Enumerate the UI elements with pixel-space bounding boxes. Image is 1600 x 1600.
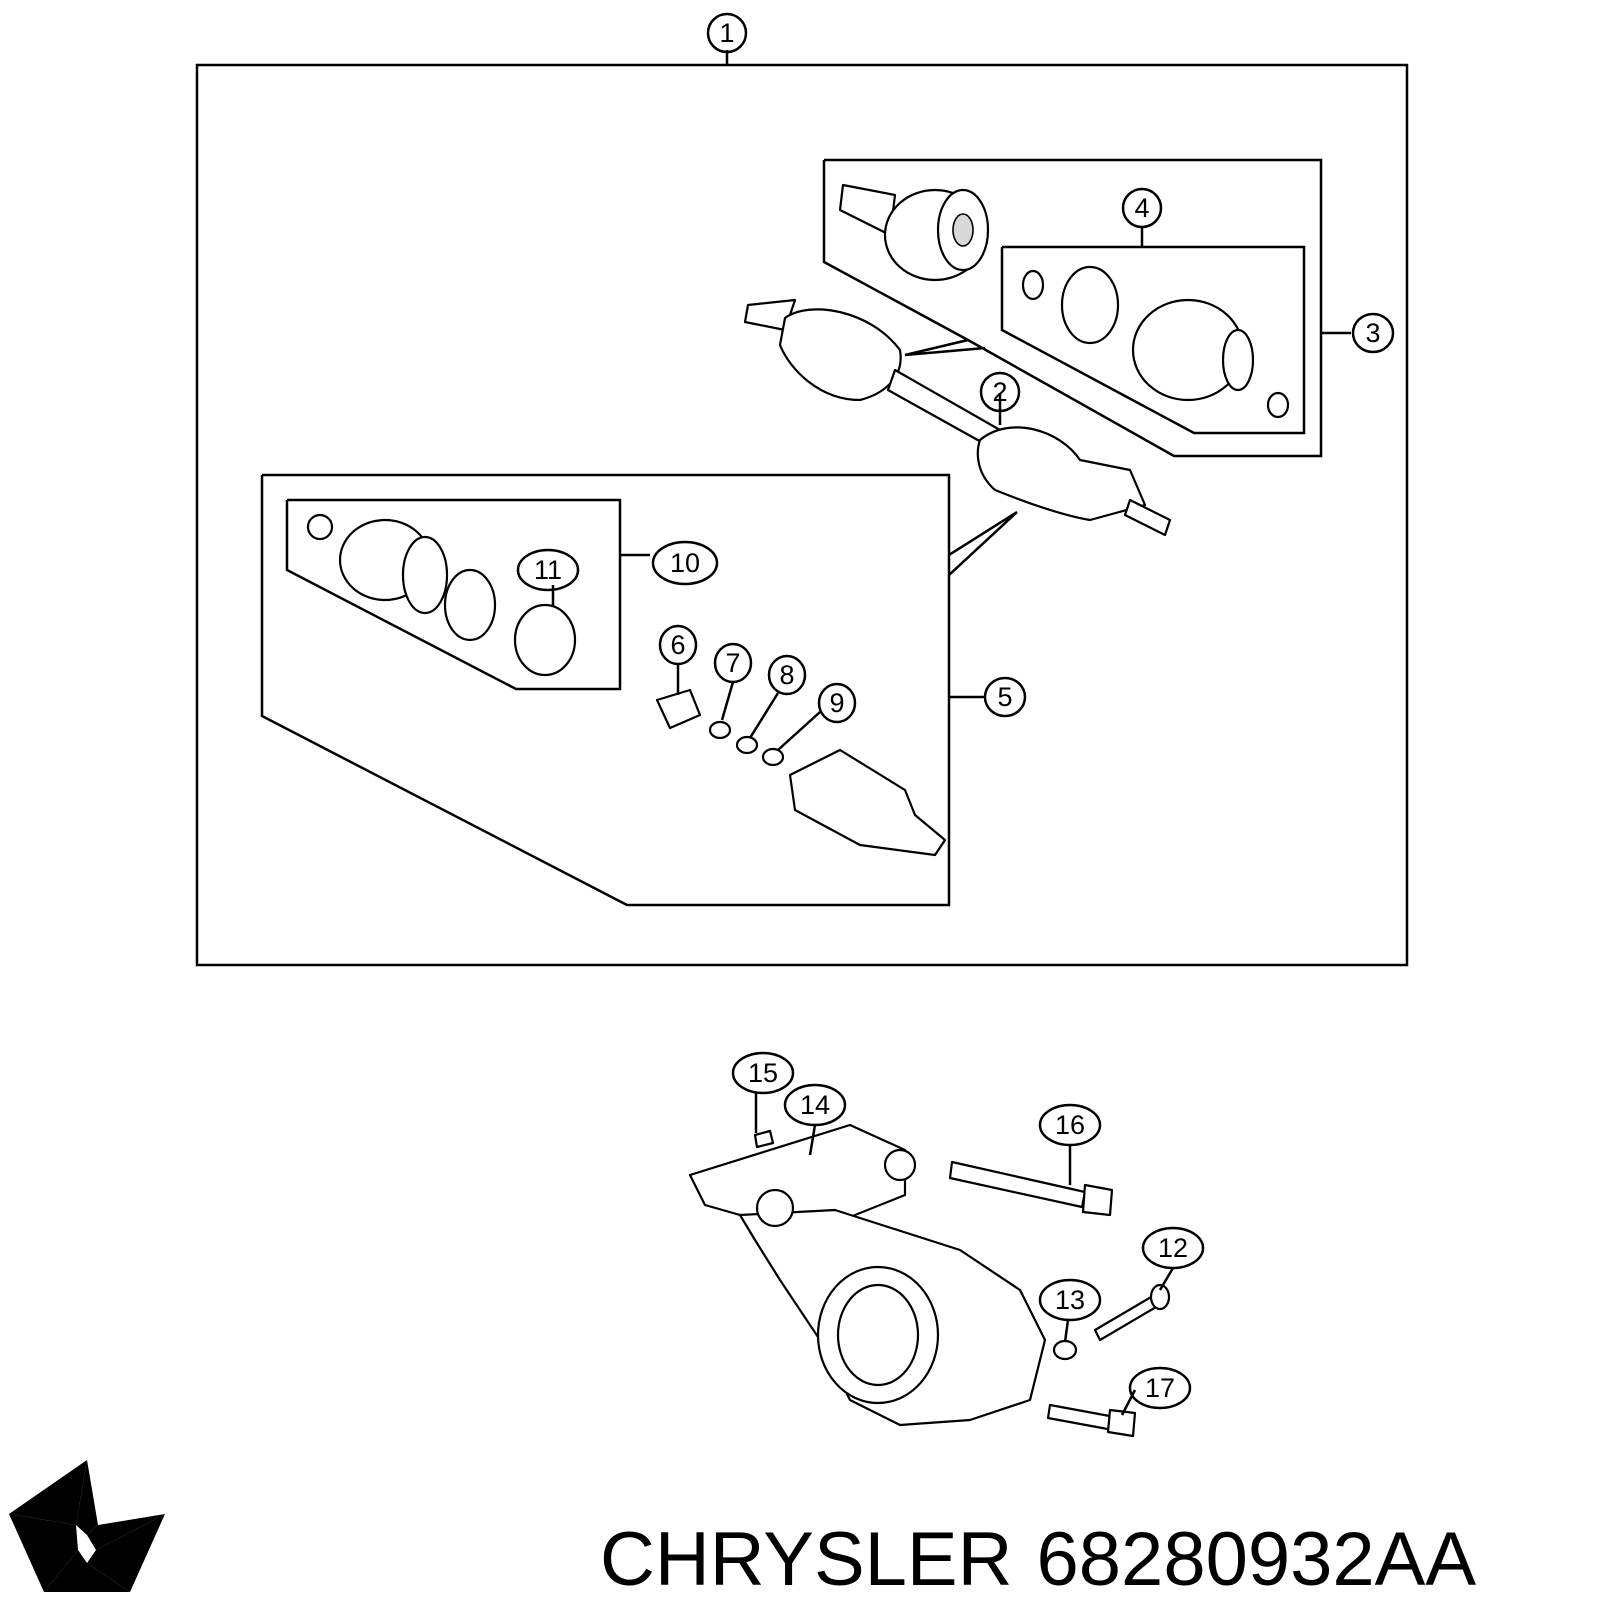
- drive-shaft: [743, 298, 1172, 537]
- callout-12-label: 12: [1158, 1233, 1188, 1263]
- callout-6: 6: [658, 624, 698, 666]
- outer-boot-kit: [1021, 265, 1290, 419]
- callout-13: 13: [1038, 1278, 1102, 1322]
- kit-5-frame: [260, 473, 1018, 907]
- callout-4: 4: [1121, 187, 1163, 229]
- callout-16: 16: [1038, 1103, 1102, 1147]
- chrysler-pentastar-logo: [9, 1460, 165, 1592]
- part-number: 68280932AA: [1036, 1517, 1477, 1600]
- callout-9: 9: [817, 682, 857, 724]
- callout-15: 15: [731, 1051, 795, 1095]
- inner-boot-kit: [306, 513, 577, 677]
- callout-1: 1: [706, 12, 748, 54]
- callout-5: 5: [983, 676, 1027, 718]
- callout-17-label: 17: [1145, 1373, 1175, 1403]
- inner-joint-parts: [655, 688, 947, 857]
- callout-4-label: 4: [1134, 193, 1149, 223]
- callout-1-label: 1: [719, 18, 734, 48]
- callout-5-label: 5: [997, 682, 1012, 712]
- callout-7-label: 7: [725, 648, 740, 678]
- callout-3: 3: [1351, 312, 1395, 354]
- callout-2: 2: [979, 371, 1021, 413]
- callout-17: 17: [1128, 1366, 1192, 1410]
- callout-14: 14: [783, 1083, 847, 1127]
- callout-16-label: 16: [1055, 1110, 1085, 1140]
- kit-10-frame: [285, 498, 622, 691]
- callout-8-label: 8: [779, 660, 794, 690]
- assembly-frame: [195, 63, 1409, 967]
- callout-12: 12: [1141, 1226, 1205, 1270]
- callout-8: 8: [767, 654, 807, 696]
- callout-10: 10: [651, 540, 719, 586]
- callout-13-label: 13: [1055, 1285, 1085, 1315]
- bolts: [948, 1160, 1171, 1438]
- part-caption: CHRYSLER 68280932AA: [600, 1515, 1500, 1600]
- brand-name: CHRYSLER: [600, 1517, 1013, 1600]
- callout-11-label: 11: [534, 555, 562, 585]
- kit-4-frame: [1000, 245, 1306, 435]
- callout-3-label: 3: [1365, 318, 1380, 348]
- callout-2-label: 2: [992, 377, 1007, 407]
- bracket-assembly: [688, 1123, 1047, 1427]
- callout-9-label: 9: [829, 688, 844, 718]
- callout-15-label: 15: [748, 1058, 778, 1088]
- callout-11: 11: [516, 548, 580, 592]
- callout-10-label: 10: [670, 548, 700, 578]
- callout-14-label: 14: [800, 1090, 830, 1120]
- callout-6-label: 6: [670, 630, 685, 660]
- outer-cv-joint: [838, 183, 990, 282]
- kit-3-frame: [822, 158, 1323, 458]
- callout-7: 7: [713, 642, 753, 684]
